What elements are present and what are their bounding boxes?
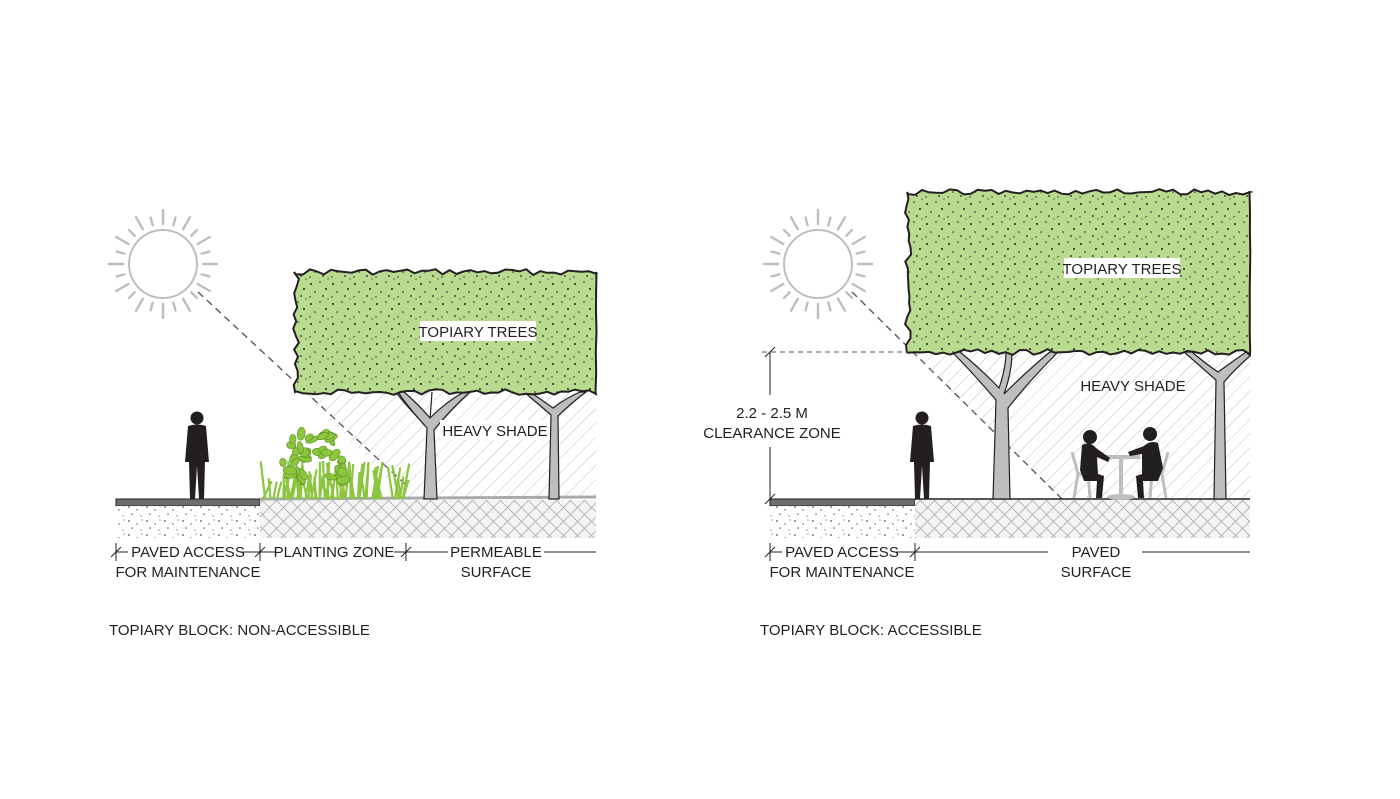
panel-caption: TOPIARY BLOCK: ACCESSIBLE bbox=[760, 622, 982, 639]
clearance-dimension bbox=[762, 346, 908, 505]
canopy-label-bg bbox=[420, 321, 536, 341]
left-panel: TOPIARY TREES HEAVY SHADE PAVED ACCESS F… bbox=[107, 208, 598, 639]
shade-area bbox=[303, 392, 596, 498]
zone-label: PAVED bbox=[1072, 544, 1121, 561]
zone-label: PERMEABLE bbox=[450, 544, 542, 561]
person-silhouette bbox=[185, 411, 209, 499]
gravel-subbase bbox=[770, 506, 915, 538]
zone-label: PAVED ACCESS bbox=[785, 544, 899, 561]
seated-people-at-table bbox=[1070, 427, 1170, 500]
paved-access-slab bbox=[769, 498, 916, 507]
sun-icon bbox=[762, 208, 874, 320]
gravel-subbase bbox=[116, 506, 260, 538]
permeable-subbase bbox=[260, 500, 596, 538]
person-silhouette bbox=[910, 411, 934, 499]
tree-trunk bbox=[395, 391, 472, 500]
clearance-label: 2.2 - 2.5 M bbox=[736, 405, 808, 422]
shade-label-bg bbox=[440, 420, 550, 440]
canopy-label: TOPIARY TREES bbox=[1063, 261, 1182, 278]
paved-subbase bbox=[915, 500, 1250, 538]
zone-label: SURFACE bbox=[461, 564, 532, 581]
panel-caption: TOPIARY BLOCK: NON-ACCESSIBLE bbox=[109, 622, 370, 639]
shade-label: HEAVY SHADE bbox=[442, 423, 547, 440]
zone-label: SURFACE bbox=[1061, 564, 1132, 581]
canopy-label: TOPIARY TREES bbox=[419, 324, 538, 341]
clearance-label: CLEARANCE ZONE bbox=[703, 425, 841, 442]
shade-label: HEAVY SHADE bbox=[1080, 378, 1185, 395]
sun-icon bbox=[107, 208, 219, 320]
paved-access-slab bbox=[115, 498, 261, 507]
right-panel: 2.2 - 2.5 M CLEARANCE ZONE TOPIARY TREES… bbox=[703, 188, 1254, 639]
zone-label: FOR MAINTENANCE bbox=[115, 564, 260, 581]
zone-label: FOR MAINTENANCE bbox=[769, 564, 914, 581]
zone-label: PAVED ACCESS bbox=[131, 544, 245, 561]
canopy-label-bg bbox=[1064, 258, 1180, 278]
zone-dimension-line bbox=[764, 543, 1250, 561]
tree-trunk bbox=[522, 391, 588, 500]
planting-shrubs bbox=[259, 426, 411, 500]
zone-label: PLANTING ZONE bbox=[274, 544, 395, 561]
tree-trunk bbox=[1182, 351, 1251, 500]
zone-dimension-line bbox=[110, 543, 596, 561]
